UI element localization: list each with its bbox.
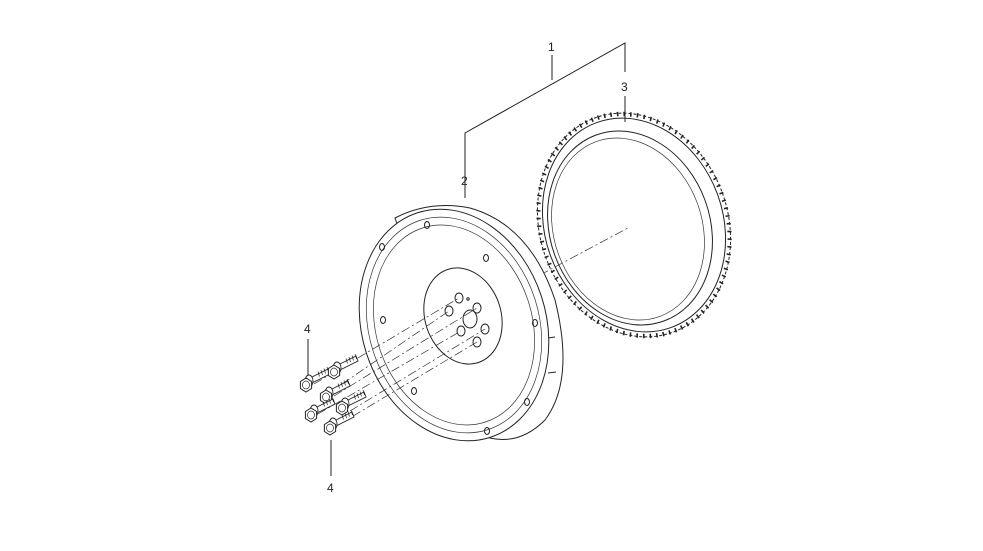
gear-tooth	[723, 267, 729, 271]
gear-tooth	[649, 116, 653, 122]
gear-tooth	[695, 314, 700, 319]
gear-tooth	[602, 323, 606, 328]
callout-leaders	[307, 42, 626, 476]
callout-3: 3	[621, 80, 628, 94]
gear-tooth	[554, 276, 559, 281]
bolt	[335, 389, 367, 416]
gear-tooth	[538, 232, 543, 236]
gear-tooth	[584, 120, 589, 125]
gear-tooth	[709, 169, 714, 174]
gear-tooth	[690, 318, 695, 323]
flywheel-outer-holes	[379, 221, 538, 435]
gear-tooth	[643, 114, 646, 120]
gear-tooth	[544, 255, 549, 259]
gear-tooth	[537, 194, 542, 197]
bolt	[323, 409, 355, 436]
gear-tooth	[573, 127, 578, 132]
gear-tooth	[563, 136, 568, 141]
gear-tooth	[719, 191, 724, 195]
gear-tooth	[596, 115, 600, 120]
gear-tooth	[649, 333, 652, 339]
flywheel-bolts	[299, 353, 367, 436]
gear-tooth	[550, 269, 555, 274]
gear-tooth	[725, 214, 730, 218]
gear-tooth	[615, 328, 619, 334]
bolt	[327, 353, 359, 380]
gear-tooth	[609, 326, 613, 331]
gear-tooth	[713, 176, 718, 181]
gear-tooth	[685, 139, 690, 144]
gear-tooth	[674, 327, 678, 333]
callout-1: 1	[548, 40, 555, 54]
gear-tooth	[723, 207, 729, 210]
flywheel	[358, 205, 564, 442]
gear-tooth	[726, 253, 731, 256]
gear-tooth	[539, 179, 545, 183]
gear-tooth	[563, 289, 568, 294]
gear-tooth	[550, 152, 556, 157]
gear-tooth	[655, 332, 659, 338]
gear-tooth	[596, 319, 600, 325]
gear-tooth	[536, 202, 541, 205]
gear-tooth	[547, 262, 552, 266]
bolt	[304, 396, 336, 423]
ring-gear-teeth	[536, 111, 732, 339]
gear-tooth	[700, 156, 705, 161]
gear-tooth	[696, 150, 701, 155]
gear-tooth	[721, 274, 727, 278]
gear-tooth	[539, 240, 545, 243]
gear-tooth	[705, 163, 710, 167]
gear-tooth	[609, 112, 613, 118]
gear-tooth	[616, 111, 619, 117]
bolt-axis-lines	[313, 297, 486, 426]
gear-tooth	[680, 134, 684, 139]
callout-4-bottom: 4	[327, 481, 334, 495]
gear-tooth	[622, 330, 625, 336]
gear-tooth	[590, 315, 594, 321]
gear-tooth	[541, 248, 547, 251]
gear-tooth	[705, 304, 710, 309]
gear-tooth	[719, 280, 724, 285]
gear-tooth	[685, 321, 690, 327]
gear-tooth	[712, 293, 718, 298]
gear-tooth	[662, 122, 666, 127]
gear-tooth	[725, 260, 730, 264]
gear-tooth	[558, 283, 563, 287]
gear-tooth	[573, 300, 577, 306]
callout-labels: 1 2 3 4 4	[304, 40, 628, 495]
gear-tooth	[584, 311, 588, 316]
gear-tooth	[700, 309, 705, 314]
gear-tooth	[603, 113, 606, 119]
gear-tooth	[541, 172, 547, 176]
gear-tooth	[568, 131, 573, 136]
bolt	[299, 366, 331, 393]
gear-tooth	[679, 325, 684, 330]
gear-tooth	[721, 199, 727, 202]
flywheel-hub-holes	[444, 292, 490, 348]
gear-tooth	[709, 299, 714, 304]
gear-tooth	[547, 158, 552, 163]
gear-tooth	[716, 287, 721, 292]
gear-tooth	[662, 331, 665, 337]
gear-tooth	[558, 141, 563, 146]
gear-tooth	[727, 245, 732, 248]
gear-tooth	[554, 146, 559, 151]
gear-tooth	[578, 306, 583, 311]
gear-tooth	[691, 144, 695, 150]
gear-tooth	[567, 295, 572, 300]
gear-tooth	[668, 125, 672, 131]
bolt	[319, 378, 351, 405]
gear-tooth	[716, 184, 721, 188]
gear-tooth	[544, 165, 549, 170]
callout-4-top: 4	[304, 322, 311, 336]
gear-tooth	[668, 330, 672, 335]
callout-2: 2	[461, 174, 468, 188]
gear-tooth	[538, 186, 543, 190]
gear-tooth	[674, 129, 678, 135]
gear-tooth	[590, 117, 594, 123]
gear-tooth	[655, 119, 659, 124]
gear-tooth	[578, 123, 583, 129]
